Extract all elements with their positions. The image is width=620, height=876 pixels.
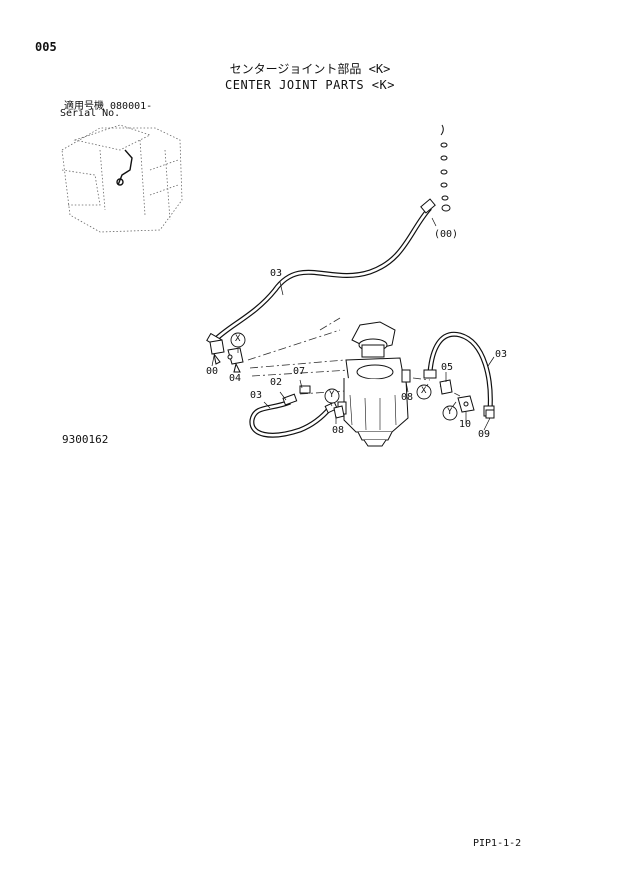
hose-upper: [206, 198, 436, 348]
callout-05: 05: [441, 362, 454, 373]
fittings-right: [439, 379, 495, 419]
marker-y-label: Y: [329, 390, 335, 400]
page-number: 005: [35, 40, 57, 54]
callout-03: 03: [250, 390, 263, 401]
fitting-stack: [440, 124, 451, 212]
circle-marker-y: [442, 405, 458, 421]
serial-label: Serial No.: [60, 108, 121, 119]
page-title: CENTER JOINT PARTS <K>: [225, 78, 395, 92]
circle-marker-x: [230, 332, 246, 348]
callout-10: 10: [459, 419, 472, 430]
center-joint-body: [337, 321, 411, 447]
callout-03: 03: [495, 349, 508, 360]
marker-x-label: X: [421, 386, 427, 396]
drawing-number: 9300162: [62, 433, 109, 446]
callout-09: 09: [478, 429, 491, 440]
serial-label-japanese: 適用号機 080001-: [64, 101, 153, 112]
circle-marker-y: [324, 388, 340, 404]
leader-lines: [211, 217, 495, 431]
marker-x-label: X: [235, 334, 241, 344]
elbow-fittings-left: [209, 339, 244, 373]
callout-08: 08: [401, 392, 414, 403]
callout-08: 08: [332, 425, 345, 436]
highlighted-center-joint: [116, 149, 133, 186]
hose-lower-left: [249, 385, 338, 438]
callout-03: 03: [270, 268, 283, 279]
page-title-japanese: センタージョイント部品 <K>: [229, 62, 391, 76]
callout-00-bracketed: (00): [434, 229, 459, 240]
marker-y-label: Y: [447, 407, 453, 417]
callout-07: 07: [293, 366, 306, 377]
page-reference: PIP1-1-2: [473, 838, 522, 849]
callout-04: 04: [229, 373, 242, 384]
hose-right: [423, 331, 495, 417]
callout-00: 00: [206, 366, 219, 377]
machine-overview-thumbnail: [61, 124, 183, 233]
circle-marker-x: [416, 384, 432, 400]
callout-02: 02: [270, 377, 283, 388]
fitting-08-left: [333, 405, 345, 419]
